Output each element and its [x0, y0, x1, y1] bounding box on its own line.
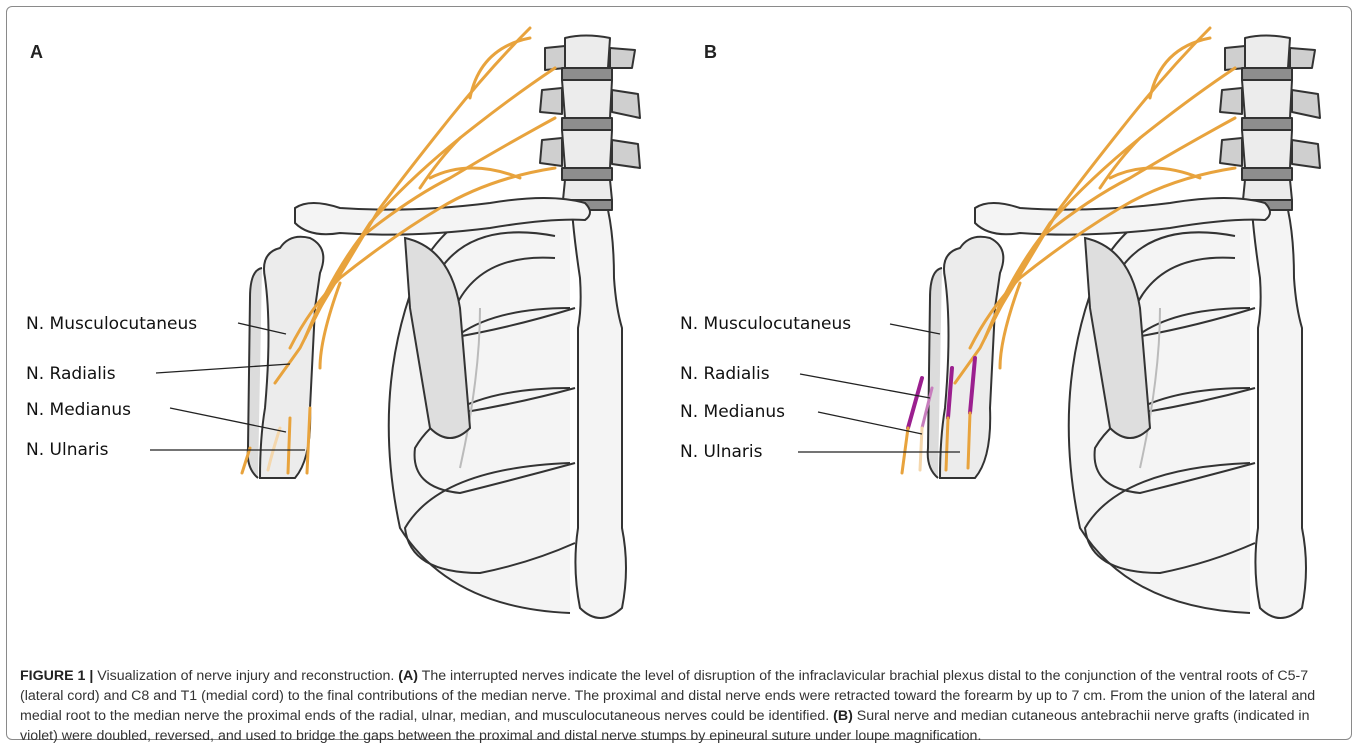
- label-ulnaris-b: N. Ulnaris: [680, 442, 762, 462]
- label-musculocutaneus-a: N. Musculocutaneus: [26, 314, 197, 334]
- panel-b: B N. Musculocutaneus N. Radialis N. Medi…: [690, 8, 1350, 648]
- caption-title: Visualization of nerve injury and recons…: [93, 668, 398, 684]
- label-radialis-a: N. Radialis: [26, 364, 116, 384]
- panel-a: A N. Musculocutaneus N. Radialis N. Medi…: [10, 8, 670, 648]
- panel-b-letter: B: [704, 42, 717, 63]
- label-medianus-b: N. Medianus: [680, 402, 785, 422]
- caption-b-tag: (B): [833, 708, 853, 724]
- panel-a-letter: A: [30, 42, 43, 63]
- label-ulnaris-a: N. Ulnaris: [26, 440, 108, 460]
- label-musculocutaneus-b: N. Musculocutaneus: [680, 314, 851, 334]
- label-medianus-a: N. Medianus: [26, 400, 131, 420]
- caption-a-tag: (A): [398, 668, 418, 684]
- caption-figure-label: FIGURE 1 |: [20, 668, 93, 684]
- figure-caption: FIGURE 1 | Visualization of nerve injury…: [20, 666, 1340, 746]
- label-radialis-b: N. Radialis: [680, 364, 770, 384]
